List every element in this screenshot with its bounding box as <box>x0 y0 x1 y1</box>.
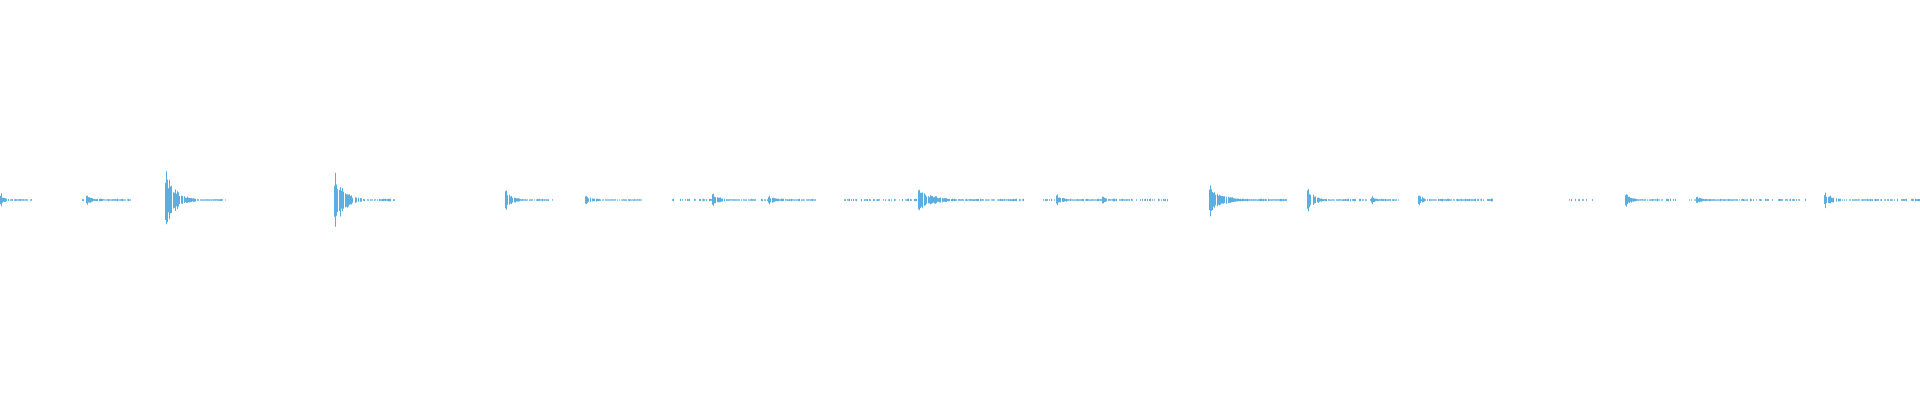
waveform-samples <box>0 171 1920 227</box>
